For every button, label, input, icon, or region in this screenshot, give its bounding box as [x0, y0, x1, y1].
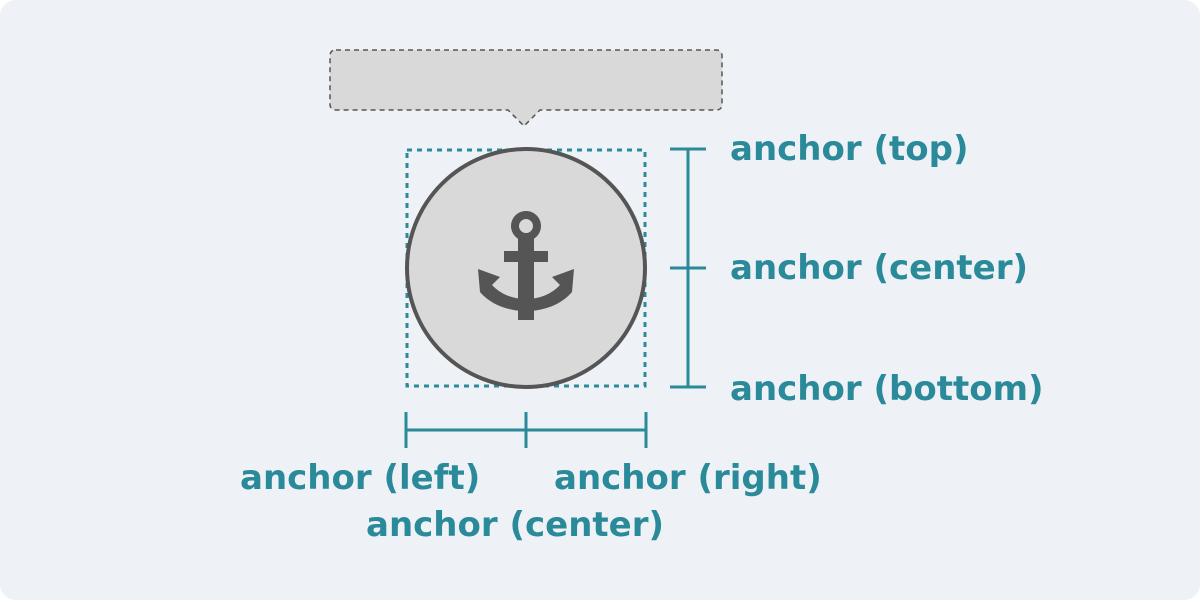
label-anchor-center: anchor (center) — [366, 505, 664, 545]
vertical-bracket — [670, 147, 706, 389]
label-anchor-left: anchor (left) — [240, 458, 480, 498]
anchor-icon — [478, 211, 574, 320]
tooltip-placeholder — [329, 49, 723, 128]
label-anchor-middle: anchor (center) — [730, 248, 1028, 288]
label-anchor-right: anchor (right) — [554, 458, 822, 498]
label-anchor-top: anchor (top) — [730, 129, 969, 169]
horizontal-bracket — [404, 412, 648, 448]
label-anchor-bottom: anchor (bottom) — [730, 369, 1044, 409]
